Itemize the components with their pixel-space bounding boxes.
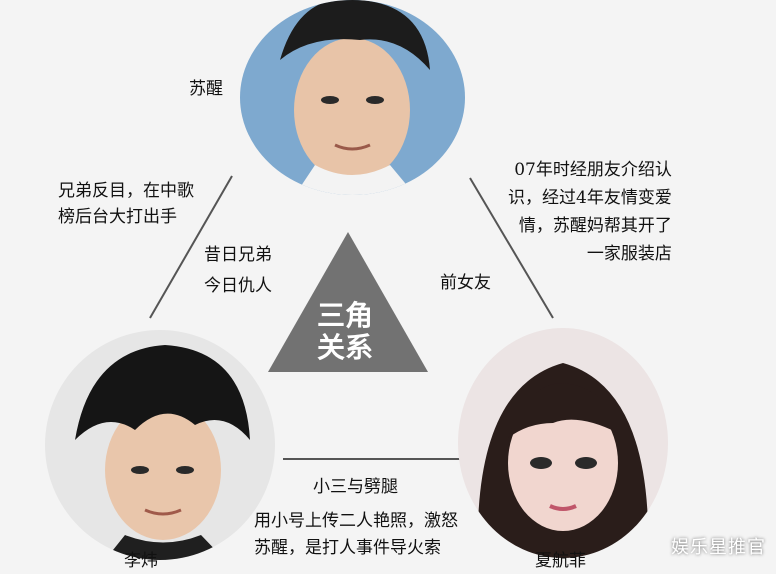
edge-top-right-outer-line2: 识，经过4年友情变爱 — [508, 188, 672, 209]
edge-top-right-outer-line3: 情，苏醒妈帮其开了 — [518, 216, 672, 237]
edge-top-right-inner: 前女友 — [440, 273, 491, 293]
center-triangle — [268, 232, 428, 372]
edge-bottom-title: 小三与劈腿 — [313, 477, 398, 497]
edge-top-left-outer-line1: 兄弟反目，在中歌 — [58, 181, 194, 201]
edge-top-right-outer: 07年时经朋友介绍认 识，经过4年友情变爱 情，苏醒妈帮其开了 一家服装店 — [508, 156, 672, 268]
portrait-top — [240, 0, 465, 195]
portrait-left — [45, 330, 275, 560]
center-title-line1: 三角 — [316, 299, 373, 332]
edge-top-left-inner-line1: 昔日兄弟 — [204, 245, 272, 265]
edge-bottom-text: 用小号上传二人艳照，激怒 苏醒，是打人事件导火索 — [254, 508, 458, 562]
edge-top-left-inner-line2: 今日仇人 — [204, 275, 272, 296]
face-illustration-top — [240, 0, 465, 195]
name-right: 夏航菲 — [535, 551, 586, 571]
edge-top-left-outer: 兄弟反目，在中歌 榜后台大打出手 — [58, 178, 194, 231]
line-top-left — [149, 175, 233, 319]
edge-top-left-inner: 昔日兄弟 今日仇人 — [204, 240, 272, 301]
edge-bottom-text-line1: 用小号上传二人艳照，激怒 — [254, 511, 458, 531]
line-top-right — [469, 177, 554, 319]
edge-bottom-text-line2: 苏醒，是打人事件导火索 — [254, 538, 441, 559]
face-illustration-left — [45, 330, 275, 560]
edge-top-right-outer-line1: 07年时经朋友介绍认 — [514, 160, 672, 180]
face-illustration-right — [458, 328, 668, 558]
center-title: 三角 关系 — [306, 299, 384, 365]
name-left: 李炜 — [124, 551, 158, 571]
edge-top-right-outer-line4: 一家服装店 — [586, 244, 672, 265]
edge-top-left-outer-line2: 榜后台大打出手 — [58, 207, 177, 228]
watermark: 娱乐星推官 — [671, 537, 766, 558]
name-top: 苏醒 — [189, 79, 223, 99]
center-title-line2: 关系 — [316, 331, 373, 365]
portrait-right — [458, 328, 668, 558]
